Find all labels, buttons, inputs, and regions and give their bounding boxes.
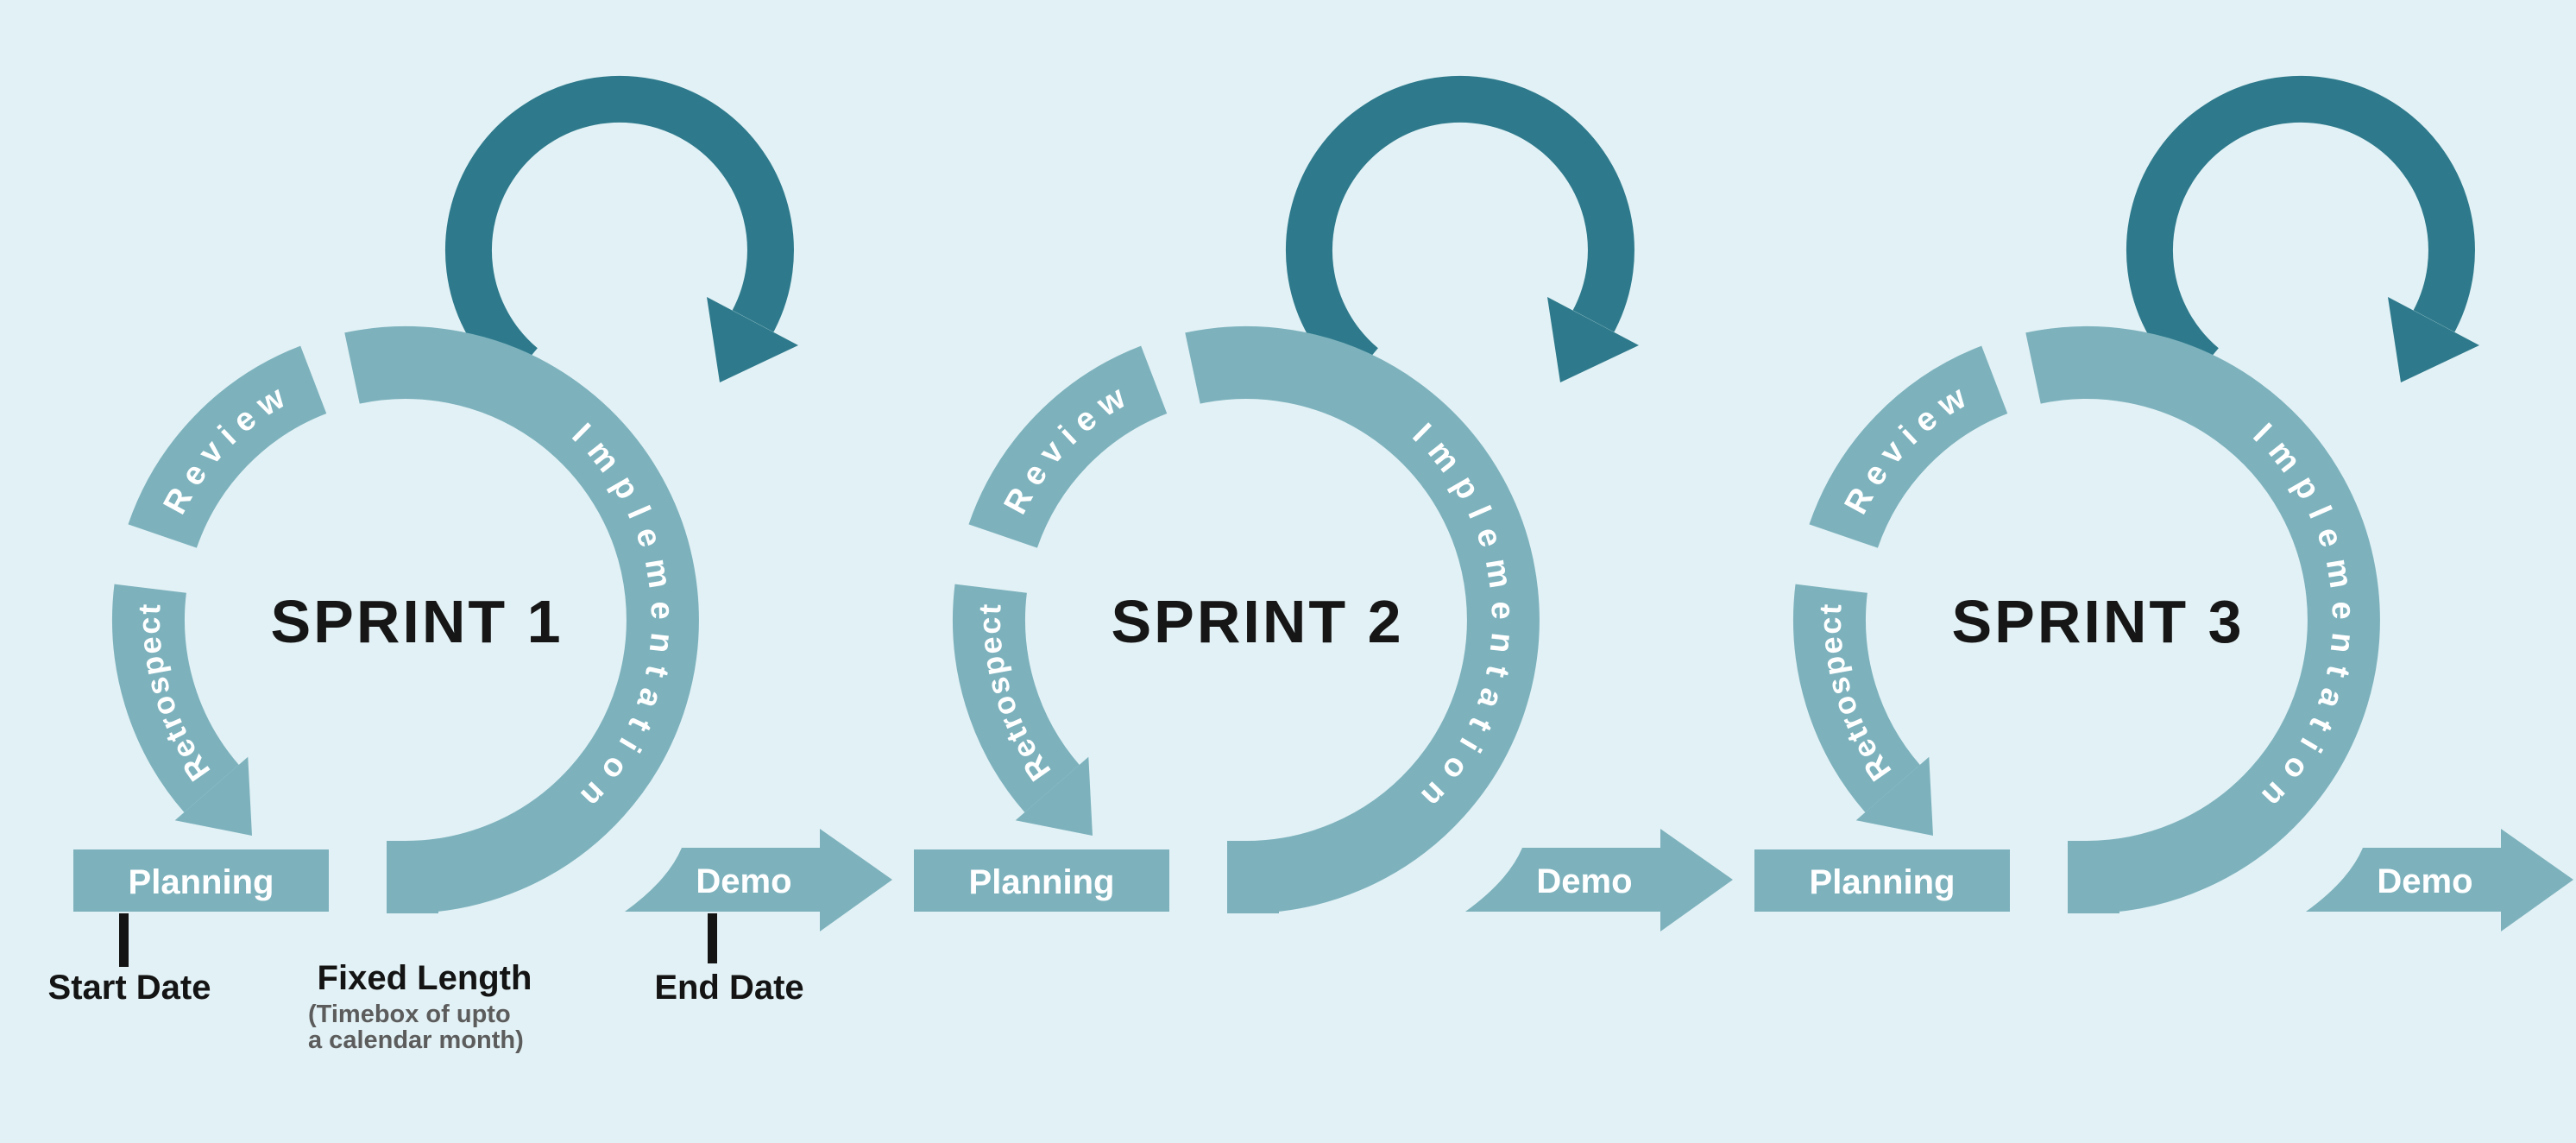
planning-box: [914, 849, 1169, 912]
planning-label: Planning: [129, 863, 274, 901]
cycle-loop-arrowhead-icon: [2388, 297, 2479, 382]
retrospect-arrowhead-icon: [1015, 756, 1093, 836]
sprint-1-cycle: Review Retrospect Implementation Plannin…: [48, 75, 892, 1054]
sprint-2-cycle: Review Retrospect Implementation Plannin…: [914, 75, 1733, 931]
review-arc: [1809, 345, 2008, 549]
demo-arrow-icon: [2306, 829, 2573, 931]
sprint-title: SPRINT 2: [1111, 588, 1403, 655]
review-arc: [128, 345, 327, 549]
planning-box: [73, 849, 329, 912]
planning-label: Planning: [1810, 863, 1956, 901]
implementation-arc-end: [387, 841, 438, 913]
retrospect-arrowhead-icon: [174, 756, 252, 836]
demo-label: Demo: [1536, 862, 1632, 900]
start-date-label: Start Date: [48, 969, 211, 1007]
retrospect-arc: [1793, 584, 1921, 813]
implementation-arc: [344, 326, 699, 913]
planning-label: Planning: [969, 863, 1115, 901]
retrospect-arc: [953, 584, 1080, 813]
retrospect-arc: [112, 584, 240, 813]
fixed-length-note-line1: (Timebox of upto: [308, 1001, 511, 1028]
fixed-length-label: Fixed Length: [318, 959, 532, 997]
cycle-loop-arrowhead-icon: [707, 297, 798, 382]
implementation-arc-end: [1227, 841, 1279, 913]
retrospect-arrowhead-icon: [1855, 756, 1933, 836]
end-date-tick: [708, 913, 717, 963]
demo-label: Demo: [2377, 862, 2472, 900]
cycle-loop-arrowhead-icon: [1547, 297, 1639, 382]
demo-arrow-icon: [1465, 829, 1733, 931]
sprint-title: SPRINT 3: [1951, 588, 2244, 655]
cycle-loop-arrow-icon: [2126, 75, 2475, 384]
start-date-tick: [119, 913, 129, 967]
demo-label: Demo: [696, 862, 791, 900]
cycle-loop-arrow-icon: [444, 75, 794, 384]
implementation-arc-end: [2068, 841, 2119, 913]
review-arc: [968, 345, 1168, 549]
demo-arrow-icon: [625, 829, 892, 931]
end-date-label: End Date: [654, 969, 803, 1007]
planning-box: [1754, 849, 2010, 912]
sprint-3-cycle: Review Retrospect Implementation Plannin…: [1754, 75, 2573, 931]
cycle-loop-arrow-icon: [1285, 75, 1634, 384]
sprint-title: SPRINT 1: [270, 588, 563, 655]
implementation-arc: [1185, 326, 1540, 913]
implementation-arc: [2025, 326, 2380, 913]
fixed-length-note-line2: a calendar month): [308, 1026, 524, 1054]
